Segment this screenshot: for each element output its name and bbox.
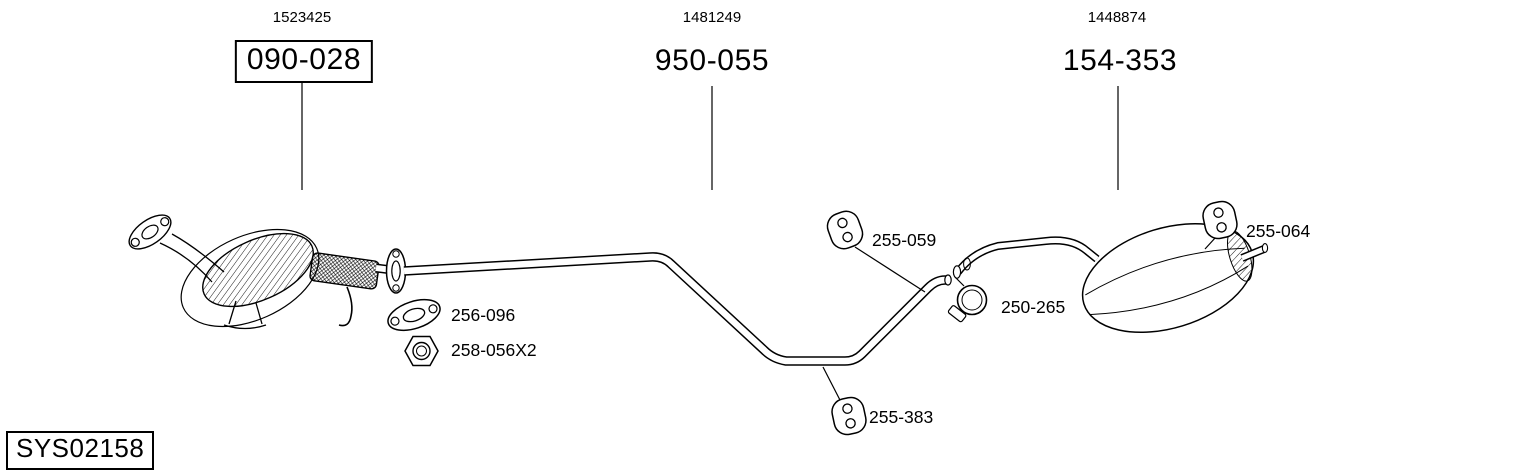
- inlet-flange: [128, 214, 172, 250]
- callout-hanger-rear[interactable]: 255-064: [1246, 221, 1311, 241]
- gasket-icon: [387, 298, 441, 332]
- callout-hanger-mid[interactable]: 255-059: [872, 230, 937, 250]
- callout-nut[interactable]: 258-056X2: [451, 340, 537, 360]
- callout-gasket[interactable]: 256-096: [451, 305, 516, 325]
- rear-pipe: [952, 236, 1100, 279]
- callout-hanger-bottom[interactable]: 255-383: [869, 407, 934, 427]
- front-pipe-catalyst: [128, 214, 320, 330]
- part-number-middle[interactable]: 950-055: [654, 44, 770, 77]
- ref-number-middle: 1481249: [682, 9, 742, 26]
- clamp-icon: [947, 284, 988, 323]
- connecting-flange: [385, 248, 407, 294]
- hanger-rod: [338, 286, 353, 327]
- callout-leader-lines: [822, 236, 1217, 403]
- rubber-hanger-icon: [823, 206, 867, 254]
- callout-clamp[interactable]: 250-265: [1001, 297, 1066, 317]
- part-pointer-lines: [301, 83, 1119, 190]
- ref-number-front: 1523425: [272, 9, 332, 26]
- rubber-hanger-icon: [828, 394, 870, 438]
- nut-icon: [404, 335, 439, 367]
- ref-number-rear: 1448874: [1087, 9, 1147, 26]
- part-number-front-selected[interactable]: 090-028: [234, 40, 374, 83]
- system-code: SYS02158: [6, 431, 155, 470]
- rear-muffler: [1081, 222, 1269, 334]
- tailpipe-end: [1261, 243, 1269, 253]
- middle-pipe: [403, 252, 952, 366]
- part-number-rear[interactable]: 154-353: [1062, 44, 1178, 77]
- flex-pipe: [309, 248, 407, 327]
